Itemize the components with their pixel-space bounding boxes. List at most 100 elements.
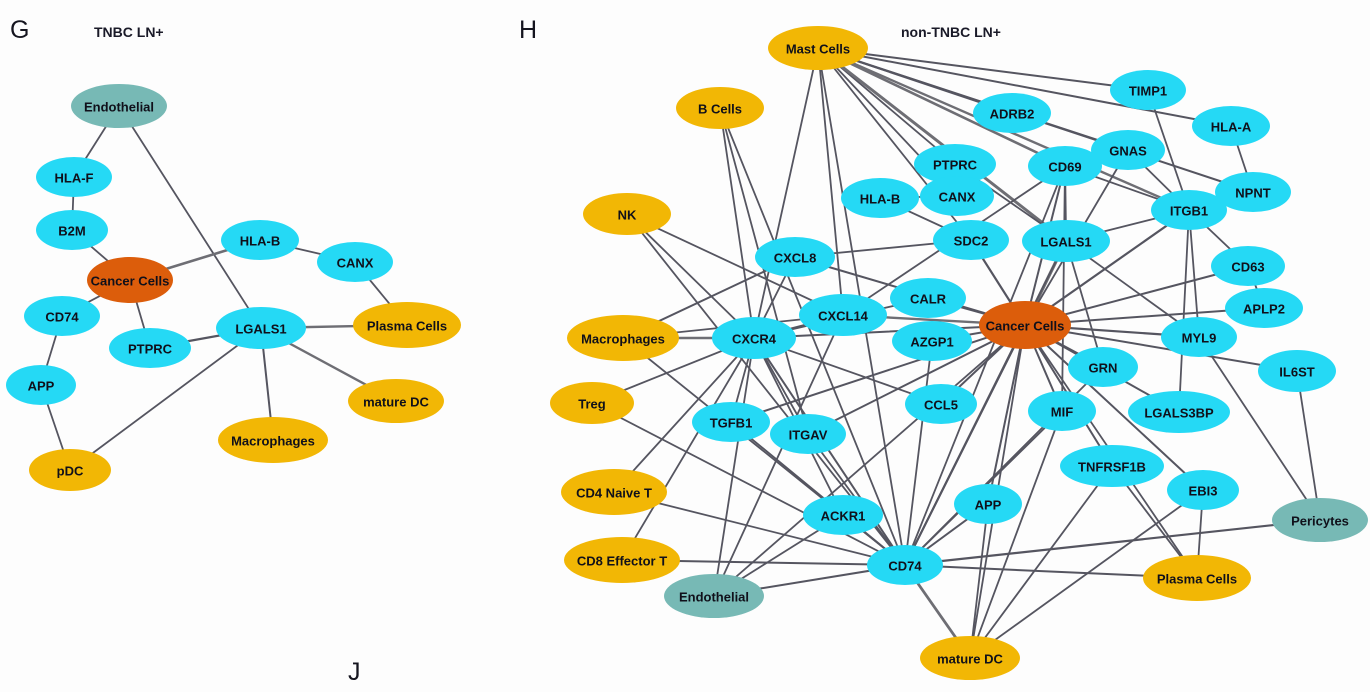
network-node[interactable]: HLA-B [841,178,919,218]
node-label: LGALS1 [1040,235,1091,250]
node-ellipse [979,301,1071,349]
network-node[interactable]: ITGAV [770,414,846,454]
node-label: ADRB2 [990,107,1035,122]
network-node[interactable]: Endothelial [71,84,167,128]
node-label: Pericytes [1291,514,1349,529]
network-node[interactable]: CXCR4 [712,317,796,359]
network-node[interactable]: TNFRSF1B [1060,445,1164,487]
network-edge [969,503,989,659]
network-node[interactable]: Macrophages [567,315,679,361]
network-node[interactable]: CD8 Effector T [564,537,680,583]
network-node[interactable]: HLA-F [36,157,112,197]
network-node[interactable]: Mast Cells [768,26,868,70]
network-node[interactable]: Treg [550,382,634,424]
network-node[interactable]: GRN [1068,347,1138,387]
network-node[interactable]: HLA-B [221,220,299,260]
network-edge [1061,165,1066,412]
network-node[interactable]: HLA-A [1192,106,1270,146]
network-node[interactable]: ITGB1 [1151,190,1227,230]
node-ellipse [892,321,972,361]
network-node[interactable]: LGALS3BP [1128,391,1230,433]
node-label: CXCL8 [774,251,817,266]
node-ellipse [36,210,108,250]
network-edge [719,107,755,339]
network-edge [753,337,906,566]
node-ellipse [799,294,887,336]
network-node[interactable]: ACKR1 [803,495,883,535]
network-edge [719,107,906,566]
node-ellipse [1128,391,1230,433]
network-node[interactable]: B2M [36,210,108,250]
node-label: CD69 [1048,160,1081,175]
network-edge [1024,324,1298,372]
network-edge [713,337,755,597]
network-node[interactable]: Cancer Cells [979,301,1071,349]
network-node[interactable]: CD74 [24,296,100,336]
node-ellipse [1192,106,1270,146]
network-node[interactable]: pDC [29,449,111,491]
network-node[interactable]: IL6ST [1258,350,1336,392]
network-node[interactable]: MIF [1028,391,1096,431]
network-node[interactable]: AZGP1 [892,321,972,361]
network-node[interactable]: B Cells [676,87,764,129]
node-label: pDC [57,464,84,479]
node-ellipse [755,237,835,277]
node-ellipse [712,317,796,359]
network-node[interactable]: CANX [317,242,393,282]
node-label: Mast Cells [786,42,850,57]
node-ellipse [914,144,996,184]
network-node[interactable]: APP [6,365,76,405]
network-node[interactable]: Macrophages [218,417,328,463]
node-ellipse [1143,555,1251,601]
network-node[interactable]: CD74 [867,545,943,585]
network-node[interactable]: TIMP1 [1110,70,1186,110]
network-node[interactable]: CANX [920,176,994,216]
network-edge [1188,209,1200,338]
network-node[interactable]: Cancer Cells [87,257,173,303]
network-node[interactable]: NK [583,193,671,235]
node-ellipse [1161,317,1237,357]
network-node[interactable]: LGALS1 [216,307,306,349]
network-node[interactable]: Plasma Cells [1143,555,1251,601]
network-node[interactable]: CD63 [1211,246,1285,286]
network-node[interactable]: EBI3 [1167,470,1239,510]
network-edge [969,465,1113,659]
node-ellipse [933,220,1009,260]
network-node[interactable]: LGALS1 [1022,220,1110,262]
panel-letter-J: J [348,658,361,686]
node-label: HLA-B [860,192,900,207]
network-node[interactable]: Plasma Cells [353,302,461,348]
node-label: CD74 [45,310,79,325]
node-label: mature DC [937,652,1003,667]
network-node[interactable]: mature DC [348,379,444,423]
network-node[interactable]: Endothelial [664,574,764,618]
network-edge [969,410,1063,659]
network-node[interactable]: APLP2 [1225,288,1303,328]
network-node[interactable]: CXCL14 [799,294,887,336]
network-node[interactable]: APP [954,484,1022,524]
network-node[interactable]: Pericytes [1272,498,1368,542]
node-label: GNAS [1109,144,1147,159]
network-node[interactable]: CD69 [1028,146,1102,186]
network-node[interactable]: PTPRC [914,144,996,184]
network-node[interactable]: CCL5 [905,384,977,424]
network-node[interactable]: GNAS [1091,130,1165,170]
network-node[interactable]: NPNT [1215,172,1291,212]
network-edge [807,324,1026,435]
network-node[interactable]: ADRB2 [973,93,1051,133]
node-label: Macrophages [581,332,665,347]
node-label: SDC2 [954,234,989,249]
network-node[interactable]: TGFB1 [692,402,770,442]
network-node[interactable]: PTPRC [109,328,191,368]
node-ellipse [24,296,100,336]
network-node[interactable]: mature DC [920,636,1020,680]
network-node[interactable]: CALR [890,278,966,318]
node-label: LGALS1 [235,322,286,337]
network-node[interactable]: SDC2 [933,220,1009,260]
node-label: CD63 [1231,260,1264,275]
node-ellipse [1060,445,1164,487]
network-node[interactable]: CXCL8 [755,237,835,277]
network-node[interactable]: MYL9 [1161,317,1237,357]
network-node[interactable]: CD4 Naive T [561,469,667,515]
